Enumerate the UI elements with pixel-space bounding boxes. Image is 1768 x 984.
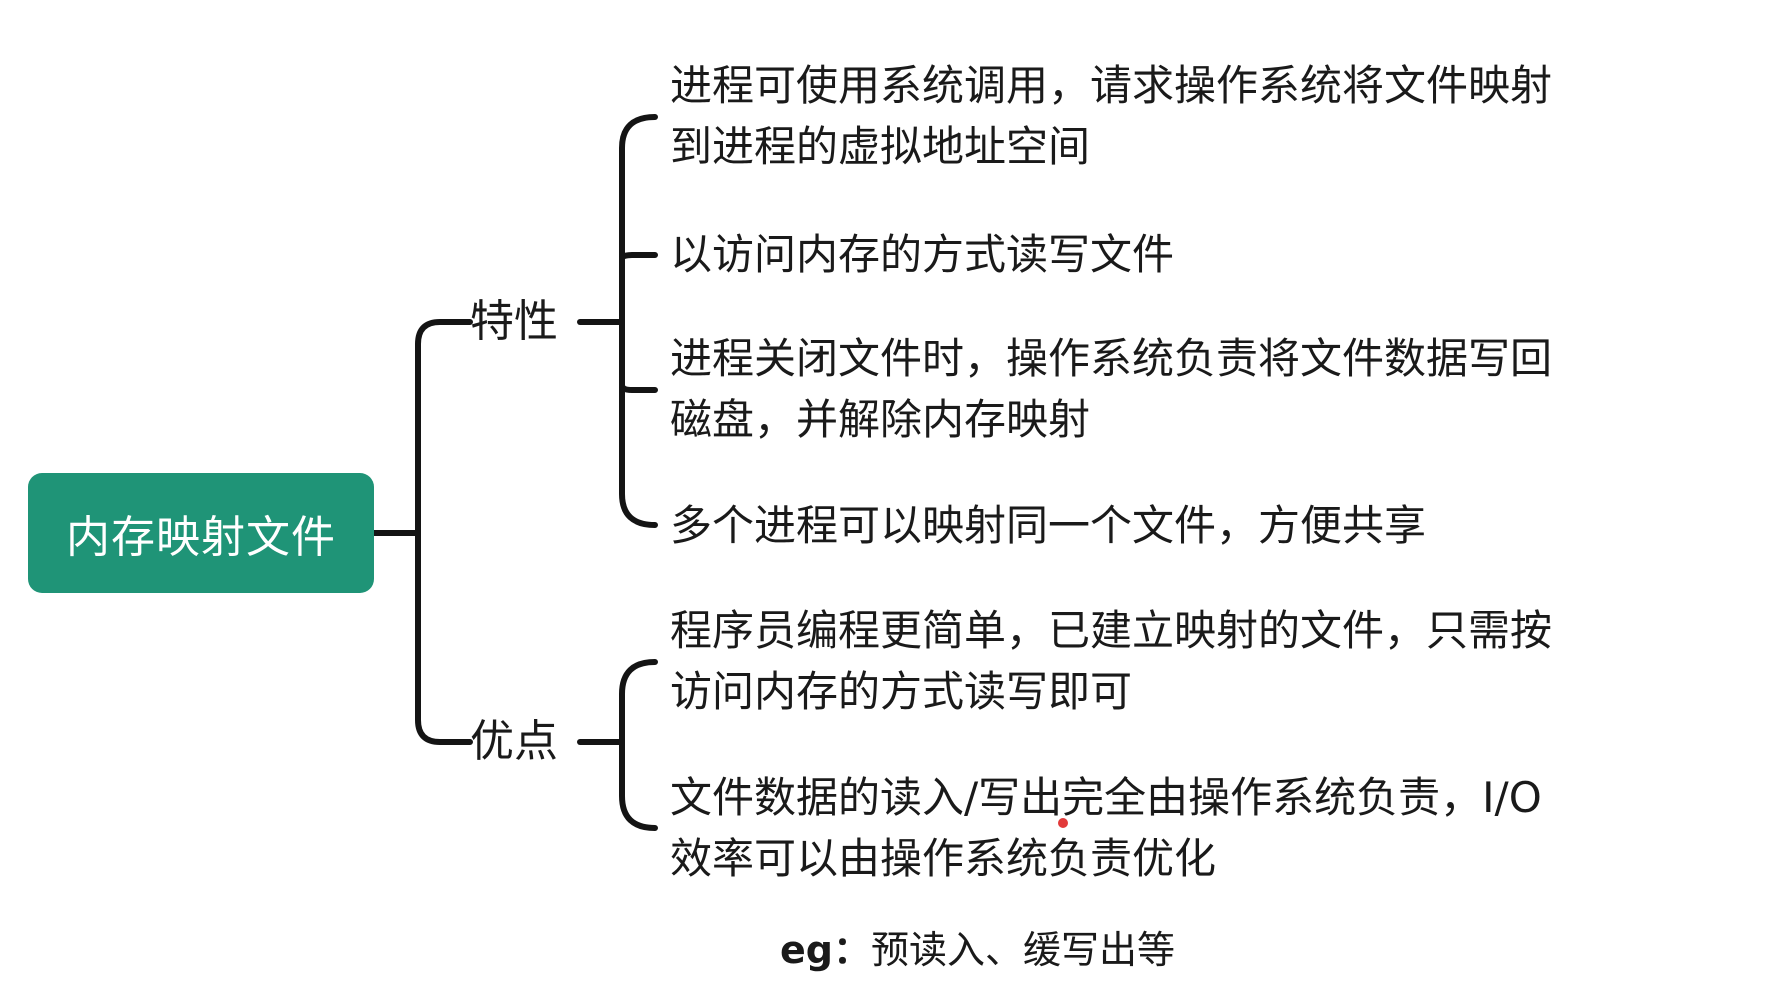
bracket-main xyxy=(415,319,473,745)
example-note-text: 预读入、缓写出等 xyxy=(870,928,1175,972)
leaf-feature-4[interactable]: 多个进程可以映射同一个文件，方便共享 xyxy=(670,501,1427,550)
root-label: 内存映射文件 xyxy=(66,512,336,563)
example-note-lead: eg： xyxy=(780,928,871,972)
leaf-feature-2[interactable]: 以访问内存的方式读写文件 xyxy=(670,230,1175,279)
leaf-advantage-1[interactable]: 程序员编程更简单，已建立映射的文件，只需按 访问内存的方式读写即可 xyxy=(670,606,1553,716)
mouse-pointer-icon xyxy=(1057,817,1069,829)
root-node[interactable]: 内存映射文件 xyxy=(28,473,374,593)
bracket-advantages xyxy=(619,659,658,831)
tick-feature-2 xyxy=(619,252,658,262)
bracket-features xyxy=(619,114,658,528)
leaf-feature-1[interactable]: 进程可使用系统调用，请求操作系统将文件映射 到进程的虚拟地址空间 xyxy=(670,61,1553,171)
branch-advantages[interactable]: 优点 xyxy=(470,716,558,767)
example-note: eg：预读入、缓写出等 xyxy=(780,922,1175,978)
leaf-advantage-2[interactable]: 文件数据的读入/写出完全由操作系统负责，I/O 效率可以由操作系统负责优化 xyxy=(670,773,1542,883)
branch-features[interactable]: 特性 xyxy=(470,296,558,347)
tick-feature-3 xyxy=(619,382,658,393)
leaf-feature-3[interactable]: 进程关闭文件时，操作系统负责将文件数据写回 磁盘，并解除内存映射 xyxy=(670,334,1553,444)
